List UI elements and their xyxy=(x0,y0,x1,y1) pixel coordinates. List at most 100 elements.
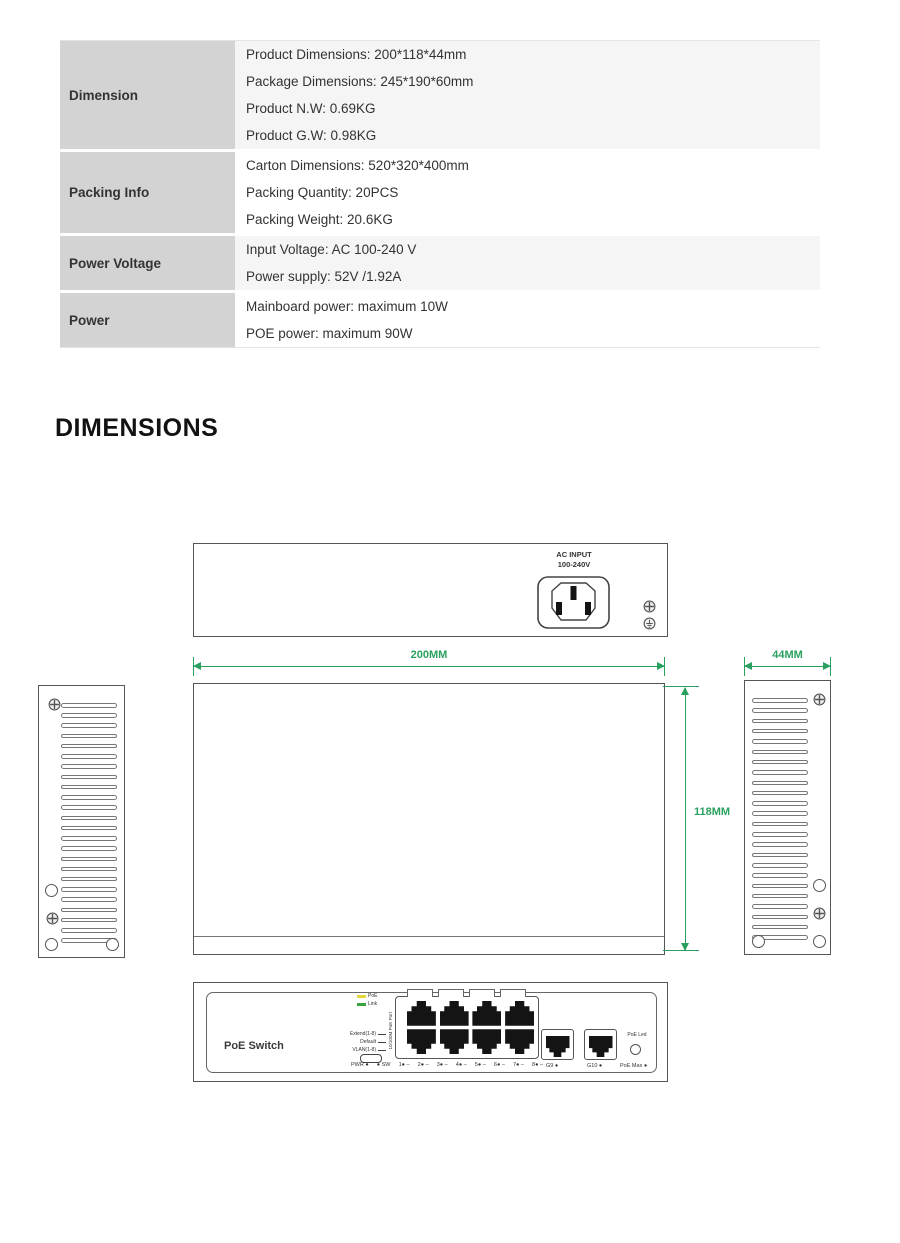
screw-icon xyxy=(46,912,59,925)
vent-slot xyxy=(752,801,808,806)
vent-slot xyxy=(752,883,808,889)
spec-label-cell: Packing Info xyxy=(60,152,235,233)
vent-slot xyxy=(61,866,117,872)
spec-row: Power Mainboard power: maximum 10W POE pow… xyxy=(60,293,820,347)
vent-slot xyxy=(752,770,808,775)
poe-max-label: PoE Max ● xyxy=(620,1063,648,1069)
vent-slot xyxy=(752,708,808,713)
vent-slot xyxy=(61,795,117,800)
link-legend-label: Link xyxy=(368,1001,378,1007)
poe-led-circle xyxy=(630,1044,641,1055)
vent-slot xyxy=(61,703,117,708)
port-top-tab xyxy=(438,989,464,997)
rear-view: AC INPUT 100-240V xyxy=(193,543,668,637)
dim-height-tick-top xyxy=(663,686,699,688)
dim-width-arrow xyxy=(193,657,665,676)
mode-slide-switch xyxy=(360,1054,382,1063)
poe-link-legend: PoE Link xyxy=(357,993,377,1009)
spec-line: Packing Weight: 20.6KG xyxy=(246,212,393,227)
dim-height-arrow xyxy=(681,687,690,951)
foot-circle xyxy=(813,935,826,948)
port-group-label: 10/100M PoE Port xyxy=(388,1012,393,1050)
uplink-port-g9 xyxy=(541,1029,574,1060)
vent-slot xyxy=(61,887,117,892)
side-hole xyxy=(45,884,58,897)
vent-slot xyxy=(61,743,117,749)
section-title: DIMENSIONS xyxy=(55,414,219,442)
power-inlet-icon xyxy=(537,576,610,629)
rj45-port xyxy=(505,1000,535,1026)
dim-height-label: 118MM xyxy=(694,806,731,818)
vent-slot xyxy=(61,774,117,780)
vent-slots xyxy=(61,703,117,943)
top-view xyxy=(193,683,665,955)
mode-label-vlan: VLAN(1-8) xyxy=(352,1047,376,1053)
vent-slot xyxy=(61,907,117,913)
spec-line: POE power: maximum 90W xyxy=(246,326,413,341)
uplink-port-g10 xyxy=(584,1029,617,1060)
rj45-port xyxy=(472,1000,502,1026)
vent-slots xyxy=(752,698,808,940)
vent-slot xyxy=(752,718,808,724)
ac-input-line1: AC INPUT xyxy=(556,550,592,559)
spec-table: Dimension Product Dimensions: 200*118*44m… xyxy=(60,40,820,348)
vent-slot xyxy=(61,846,117,851)
port-led-label: 2● – xyxy=(417,1062,429,1068)
spec-line: Input Voltage: AC 100-240 V xyxy=(246,242,417,257)
spec-line: Package Dimensions: 245*190*60mm xyxy=(246,74,474,89)
top-view-front-lip xyxy=(194,936,664,937)
spec-label-cell: Dimension xyxy=(60,41,235,149)
vent-slot xyxy=(61,805,117,810)
rj45-port xyxy=(588,1036,613,1057)
poe-led-label: PoE Led xyxy=(627,1032,647,1038)
vent-slot xyxy=(752,790,808,796)
spec-line: Mainboard power: maximum 10W xyxy=(246,299,448,314)
rj45-port xyxy=(406,1000,436,1026)
vent-slot xyxy=(61,733,117,739)
port-led-label: 5● – xyxy=(474,1062,486,1068)
poe-legend-label: PoE xyxy=(368,993,378,999)
spec-lines: Mainboard power: maximum 10W POE power: m… xyxy=(235,293,820,347)
vent-slot xyxy=(752,780,808,785)
rj45-port xyxy=(472,1029,502,1055)
vent-slot xyxy=(61,815,117,821)
vent-slot xyxy=(752,863,808,868)
spec-row: Dimension Product Dimensions: 200*118*44m… xyxy=(60,41,820,152)
spec-line: Carton Dimensions: 520*320*400mm xyxy=(246,158,469,173)
vent-slot xyxy=(752,739,808,744)
rj45-port-grid xyxy=(395,996,539,1059)
vent-slot xyxy=(752,759,808,765)
port-led-label: PWR ● xyxy=(351,1062,369,1068)
port-top-tab xyxy=(500,989,526,997)
vent-slot xyxy=(61,764,117,769)
vent-slot xyxy=(752,728,808,734)
dim-depth-label: 44MM xyxy=(772,649,803,661)
mode-label-default: Default xyxy=(360,1039,376,1045)
vent-slot xyxy=(61,825,117,831)
side-hole xyxy=(813,879,826,892)
mode-switch-labels: Extend(1-8) Default VLAN(1-8) xyxy=(328,1030,386,1054)
g9-label: G9 ● xyxy=(546,1063,559,1069)
rj45-port xyxy=(505,1029,535,1055)
spec-label-cell: Power xyxy=(60,293,235,347)
foot-circle xyxy=(106,938,119,951)
vent-slot xyxy=(752,821,808,827)
screw-icon xyxy=(48,698,61,711)
vent-slot xyxy=(752,749,808,755)
port-led-label: 7● – xyxy=(512,1062,524,1068)
spec-line: Product Dimensions: 200*118*44mm xyxy=(246,47,467,62)
dim-depth-arrow xyxy=(744,657,831,676)
left-side-view xyxy=(38,685,125,958)
vent-slot xyxy=(61,876,117,882)
rj45-port xyxy=(439,1000,469,1026)
ac-input-label: AC INPUT 100-240V xyxy=(514,550,634,570)
vent-slot xyxy=(61,836,117,841)
rj45-port xyxy=(545,1036,570,1057)
vent-slot xyxy=(752,832,808,837)
product-label: PoE Switch xyxy=(224,1040,284,1052)
port-led-label: 6● – xyxy=(493,1062,505,1068)
